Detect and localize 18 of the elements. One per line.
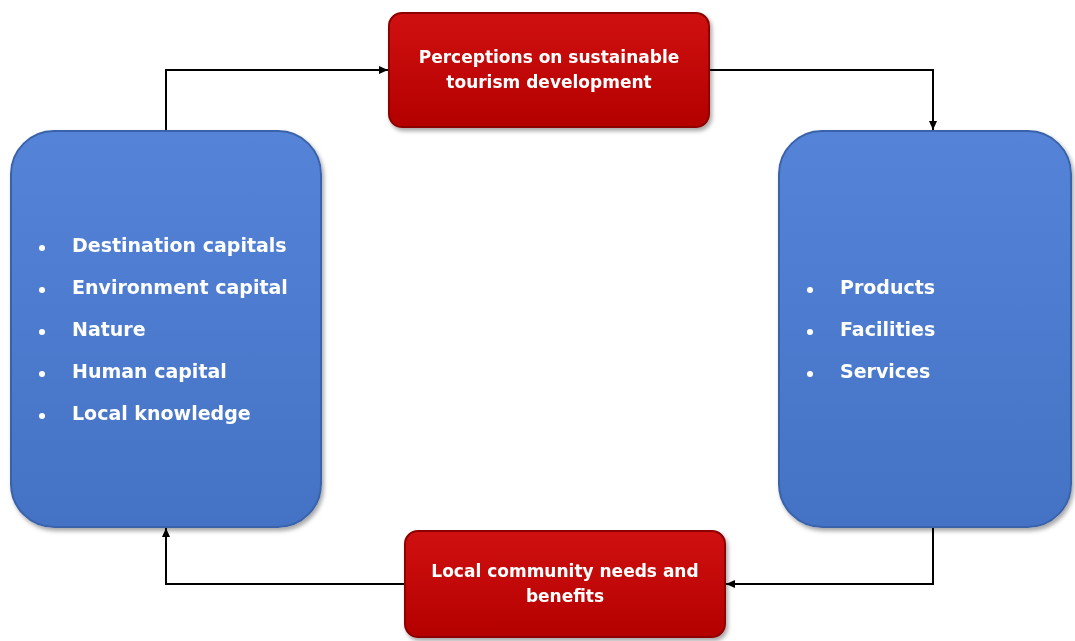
list-item: Facilities [840, 318, 936, 340]
list-item: Environment capital [72, 276, 288, 298]
box-label: Perceptions on sustainable tourism development [417, 45, 681, 94]
process-box [404, 530, 726, 638]
list-item: Destination capitals [72, 234, 287, 256]
process-box [388, 12, 710, 128]
rounded-box [10, 130, 322, 528]
arrow [162, 527, 405, 585]
arrow [725, 527, 934, 588]
list-item: Nature [72, 318, 146, 340]
list-item: Services [840, 360, 931, 382]
list-item: Products [840, 276, 936, 298]
rounded-box [778, 130, 1072, 528]
arrow [709, 69, 937, 131]
arrow [165, 66, 389, 131]
box-label: Local community needs and benefits [430, 559, 700, 608]
list-item: Human capital [72, 360, 227, 382]
list-item: Local knowledge [72, 402, 251, 424]
